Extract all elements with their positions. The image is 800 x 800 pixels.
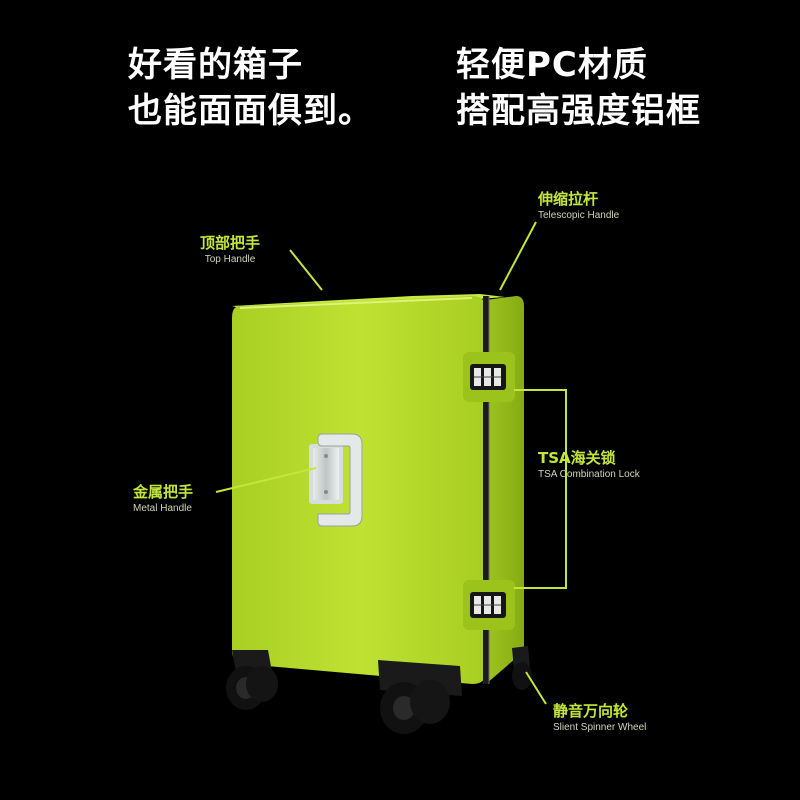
leader-wheel [525,671,547,705]
callout-top-handle-en: Top Handle [204,254,256,265]
leader-top-handle [289,249,323,291]
callout-telescopic-zh: 伸缩拉杆 [538,190,599,208]
callout-telescopic-en: Telescopic Handle [538,210,620,221]
callout-tsa-en: TSA Combination Lock [538,469,640,480]
callout-wheel-zh: 静音万向轮 [553,702,629,720]
headline-left-line2: 也能面面俱到。 [128,91,373,131]
callout-tsa-lock: TSA海关锁 TSA Combination Lock [538,449,640,481]
headline-left: 好看的箱子 也能面面俱到。 [128,42,373,134]
suitcase-rim [239,297,473,309]
callout-metal-en: Metal Handle [133,503,192,514]
headline-left-line1: 好看的箱子 [128,45,303,85]
leader-metal-handle [215,467,317,493]
leader-tsa-bracket [514,389,567,589]
callout-wheel-en: Slient Spinner Wheel [553,722,647,733]
callout-top-handle: 顶部把手 Top Handle [200,234,260,266]
callout-metal-zh: 金属把手 [133,483,194,501]
callout-tsa-zh: TSA海关锁 [538,449,616,467]
headline-right: 轻便PC材质 搭配高强度铝框 [456,42,701,134]
callout-spinner-wheel: 静音万向轮 Slient Spinner Wheel [553,702,646,734]
callout-metal-handle: 金属把手 Metal Handle [133,483,193,515]
headline-right-line1: 轻便PC材质 [456,45,648,85]
headline-right-line2: 搭配高强度铝框 [456,91,701,131]
lower-tsa-lock [463,580,515,630]
spinner-wheels [226,662,532,734]
metal-side-handle [309,433,363,527]
callout-telescopic-handle: 伸缩拉杆 Telescopic Handle [538,190,619,222]
callout-top-handle-zh: 顶部把手 [200,234,261,252]
callout-leaders [215,221,567,705]
upper-tsa-lock [463,352,515,402]
leader-telescopic [499,221,537,291]
